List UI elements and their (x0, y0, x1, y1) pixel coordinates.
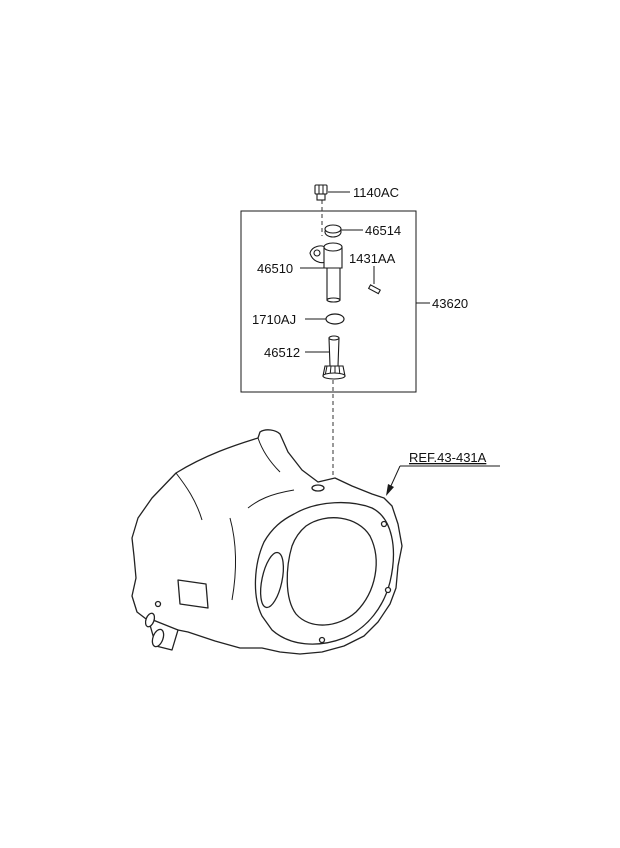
label-reference: REF.43-431A (409, 450, 487, 465)
oring-part (325, 313, 345, 325)
label-1140AC: 1140AC (353, 185, 399, 200)
assembly-box (240, 210, 417, 393)
label-46512: 46512 (264, 345, 300, 360)
label-43620: 43620 (432, 296, 468, 311)
cap-part (324, 224, 342, 238)
pin-part (367, 284, 381, 295)
ref-arrow (386, 484, 394, 496)
bolt-part (314, 184, 328, 201)
label-1431AA: 1431AA (349, 251, 396, 266)
sleeve-part (309, 242, 343, 303)
label-46514: 46514 (365, 223, 401, 238)
label-1710AJ: 1710AJ (252, 312, 296, 327)
label-46510: 46510 (257, 261, 293, 276)
ref-leader (389, 465, 401, 489)
transmission-case (131, 429, 403, 655)
gear-part (322, 335, 346, 380)
